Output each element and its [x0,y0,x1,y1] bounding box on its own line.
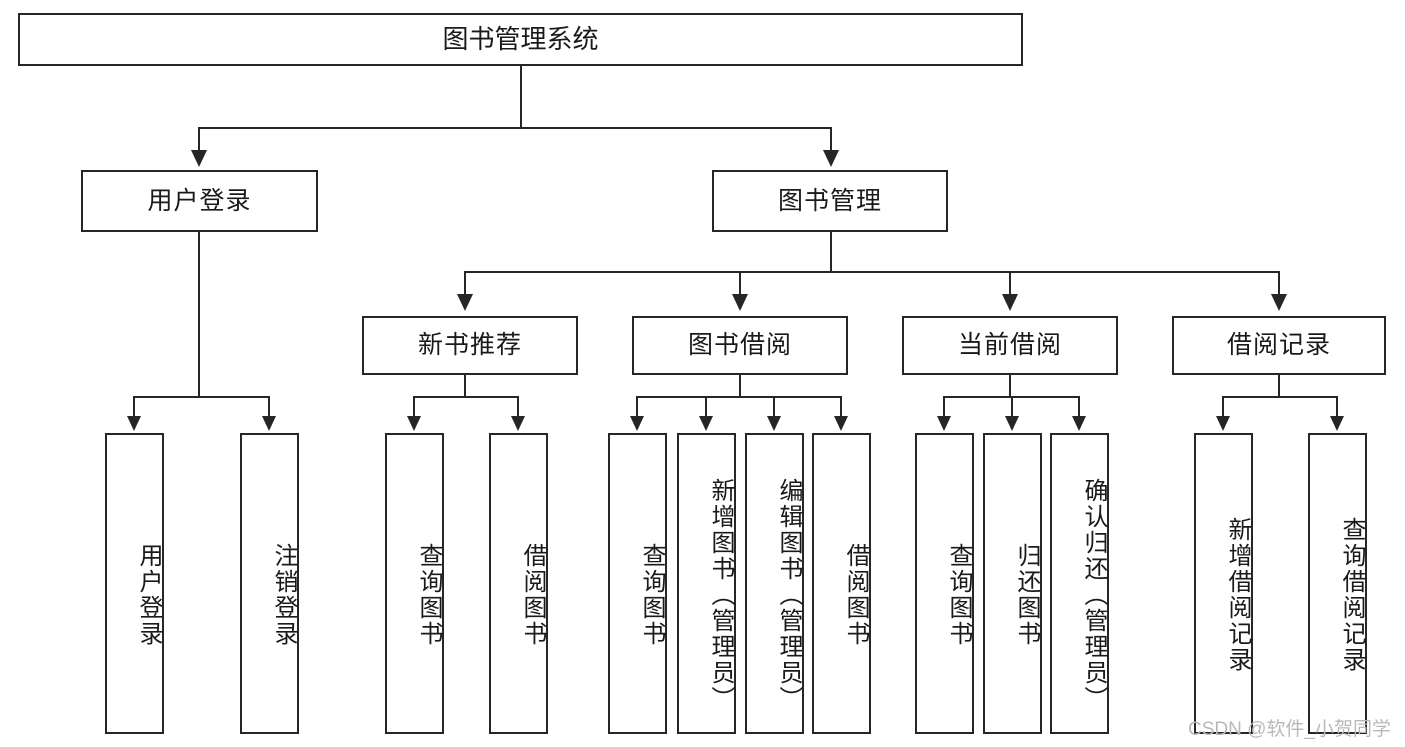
connector-cb-leaf-1 [943,396,945,418]
connector-current-borrow-stem [1009,375,1011,397]
arrowhead-cb-leaf-3 [1072,416,1086,431]
node-label: 新书推荐 [417,331,522,360]
node-label: 图书管理 [777,186,882,215]
connector-cb-leaf-2 [1011,396,1013,418]
leaf-book-borrow-add-book-admin[interactable]: 新增图书（管理员） [677,433,736,734]
arrowhead-bb-leaf-4 [834,416,848,431]
arrowhead-nbr-leaf-1 [407,416,421,431]
leaf-borrow-record-add-record[interactable]: 新增借阅记录 [1194,433,1253,734]
connector-level3-bus [464,271,1280,273]
arrowhead-user-login-leaf-1 [127,416,141,431]
connector-borrow-record-stem [1278,375,1280,397]
node-label: 归还图书 [1013,542,1040,647]
connector-br-leaf-2 [1336,396,1338,418]
node-label: 图书管理系统 [442,23,599,54]
leaf-user-login-logout[interactable]: 注销登录 [240,433,299,734]
connector-book-management-stem [830,232,832,272]
leaf-current-borrow-return-book[interactable]: 归还图书 [983,433,1042,734]
node-user-login[interactable]: 用户登录 [81,170,318,232]
connector-user-login-to-leaf-1 [133,396,135,418]
arrowhead-root-to-book-management [823,150,839,167]
leaf-current-borrow-confirm-return-admin[interactable]: 确认归还（管理员） [1050,433,1109,734]
node-book-management[interactable]: 图书管理 [712,170,948,232]
connector-user-login-to-leaf-2 [268,396,270,418]
arrowhead-bb-leaf-2 [699,416,713,431]
arrowhead-root-to-user-login [191,150,207,167]
node-label: 确认归还（管理员） [1080,477,1107,712]
connector-to-book-borrow [739,271,741,296]
node-root-book-management-system[interactable]: 图书管理系统 [18,13,1023,66]
connector-to-borrow-record [1278,271,1280,296]
leaf-book-borrow-edit-book-admin[interactable]: 编辑图书（管理员） [745,433,804,734]
connector-bb-leaf-1 [636,396,638,418]
connector-nbr-leaf-2 [517,396,519,418]
arrowhead-nbr-leaf-2 [511,416,525,431]
node-label: 图书借阅 [687,331,792,360]
connector-cb-leaf-3 [1078,396,1080,418]
node-new-book-recommend[interactable]: 新书推荐 [362,316,578,375]
node-label: 查询图书 [638,542,665,647]
node-label: 当前借阅 [957,331,1062,360]
node-book-borrow[interactable]: 图书借阅 [632,316,848,375]
leaf-new-book-query-book[interactable]: 查询图书 [385,433,444,734]
node-label: 借阅图书 [519,542,546,647]
node-label: 编辑图书（管理员） [775,477,802,712]
connector-br-leaf-1 [1222,396,1224,418]
connector-book-borrow-bus [636,396,842,398]
connector-new-book-recommend-bus [413,396,519,398]
arrowhead-bb-leaf-3 [767,416,781,431]
connector-root-to-book-management [830,127,832,152]
node-label: 新增图书（管理员） [707,477,734,712]
arrowhead-borrow-record [1271,294,1287,311]
node-label: 用户登录 [147,186,252,215]
connector-user-login-stem [198,232,200,397]
arrowhead-book-borrow [732,294,748,311]
node-borrow-record[interactable]: 借阅记录 [1172,316,1386,375]
arrowhead-cb-leaf-2 [1005,416,1019,431]
node-label: 查询图书 [945,542,972,647]
arrowhead-current-borrow [1002,294,1018,311]
leaf-current-borrow-query-book[interactable]: 查询图书 [915,433,974,734]
arrowhead-bb-leaf-1 [630,416,644,431]
connector-root-stem [520,66,522,128]
node-label: 查询借阅记录 [1338,516,1365,673]
connector-user-login-bus [133,396,268,398]
connector-bb-leaf-3 [773,396,775,418]
leaf-new-book-borrow-book[interactable]: 借阅图书 [489,433,548,734]
node-label: 用户登录 [135,542,162,647]
connector-bb-leaf-4 [840,396,842,418]
node-label: 新增借阅记录 [1224,516,1251,673]
connector-root-to-user-login [198,127,200,152]
leaf-book-borrow-borrow-book[interactable]: 借阅图书 [812,433,871,734]
connector-to-current-borrow [1009,271,1011,296]
connector-book-borrow-stem [739,375,741,397]
arrowhead-new-book-recommend [457,294,473,311]
node-label: 注销登录 [270,542,297,647]
connector-root-bus [198,127,832,129]
connector-bb-leaf-2 [705,396,707,418]
node-label: 借阅记录 [1226,331,1331,360]
arrowhead-cb-leaf-1 [937,416,951,431]
arrowhead-br-leaf-1 [1216,416,1230,431]
connector-new-book-recommend-stem [464,375,466,397]
node-label: 查询图书 [415,542,442,647]
node-current-borrow[interactable]: 当前借阅 [902,316,1118,375]
node-label: 借阅图书 [842,542,869,647]
leaf-book-borrow-query-book[interactable]: 查询图书 [608,433,667,734]
leaf-borrow-record-query-record[interactable]: 查询借阅记录 [1308,433,1367,734]
arrowhead-br-leaf-2 [1330,416,1344,431]
leaf-user-login-login[interactable]: 用户登录 [105,433,164,734]
arrowhead-user-login-leaf-2 [262,416,276,431]
connector-to-new-book-recommend [464,271,466,296]
connector-borrow-record-bus [1222,396,1337,398]
connector-nbr-leaf-1 [413,396,415,418]
